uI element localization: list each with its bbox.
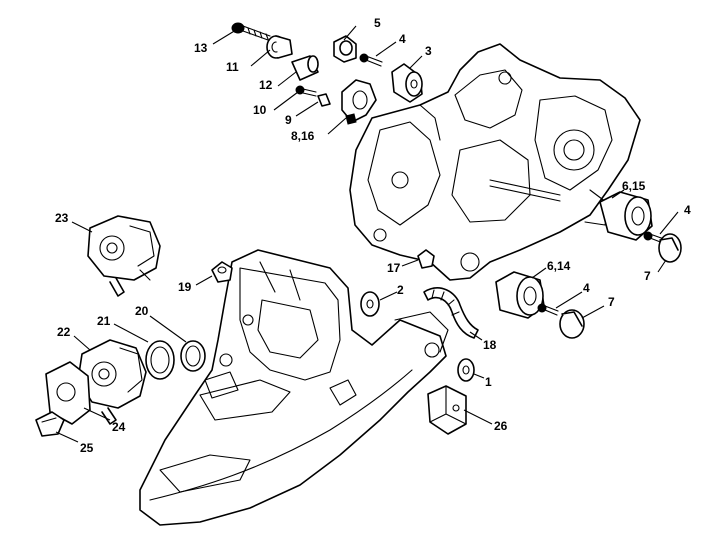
callout-25: 25 bbox=[80, 441, 94, 455]
screw-4-lower bbox=[537, 303, 559, 316]
callout-3: 3 bbox=[425, 44, 432, 58]
callout-4: 4 bbox=[399, 32, 406, 46]
pin-9 bbox=[317, 93, 331, 107]
buffer-cup-6-14 bbox=[495, 271, 545, 319]
hose-18 bbox=[423, 287, 479, 339]
cap-7-lower bbox=[559, 309, 585, 339]
callout-8-16: 8,16 bbox=[291, 129, 315, 143]
callout-6-14: 6,14 bbox=[547, 259, 571, 273]
callout-19: 19 bbox=[178, 280, 192, 294]
callout-24: 24 bbox=[112, 420, 126, 434]
screw-10 bbox=[295, 85, 317, 97]
callout-9: 9 bbox=[285, 113, 292, 127]
buffer-5 bbox=[333, 35, 357, 63]
clip-25 bbox=[35, 411, 65, 437]
carburetor-22 bbox=[77, 339, 147, 425]
washer-1 bbox=[457, 358, 475, 382]
leader-lines bbox=[55, 25, 679, 443]
callout-4: 4 bbox=[583, 281, 590, 295]
tank-housing bbox=[139, 249, 449, 526]
callout-26: 26 bbox=[494, 419, 508, 433]
plug-19 bbox=[211, 261, 233, 283]
callout-6-15: 6,15 bbox=[622, 179, 646, 193]
screw-4-top bbox=[359, 53, 383, 67]
ring-20 bbox=[180, 340, 206, 372]
ring-21 bbox=[145, 340, 175, 380]
callout-17: 17 bbox=[387, 261, 401, 275]
crankcase bbox=[349, 43, 641, 281]
buffer-cup-6-15 bbox=[599, 191, 653, 241]
callout-21: 21 bbox=[97, 314, 111, 328]
buffer-3 bbox=[391, 63, 423, 103]
callout-11: 11 bbox=[226, 60, 239, 74]
buffer-housing-8-16 bbox=[341, 79, 377, 125]
carburetor-23 bbox=[87, 215, 161, 297]
callout-22: 22 bbox=[57, 325, 71, 339]
plate-24 bbox=[45, 361, 91, 425]
callout-12: 12 bbox=[259, 78, 273, 92]
screw-13 bbox=[231, 22, 271, 41]
plug-17 bbox=[417, 249, 435, 269]
bushing-11 bbox=[266, 35, 293, 59]
callout-labels: 13 11 5 4 3 12 10 9 8,16 23 6,15 4 7 17 … bbox=[55, 16, 691, 455]
cap-7-upper bbox=[658, 233, 682, 263]
callout-20: 20 bbox=[135, 304, 149, 318]
washer-2 bbox=[360, 291, 380, 317]
bracket-26 bbox=[427, 385, 467, 435]
callout-1: 1 bbox=[485, 375, 492, 389]
callout-7: 7 bbox=[644, 269, 651, 283]
callout-2: 2 bbox=[397, 283, 404, 297]
callout-7: 7 bbox=[608, 295, 615, 309]
callout-23: 23 bbox=[55, 211, 69, 225]
callout-10: 10 bbox=[253, 103, 267, 117]
callout-18: 18 bbox=[483, 338, 497, 352]
callout-4: 4 bbox=[684, 203, 691, 217]
callout-13: 13 bbox=[194, 41, 208, 55]
sleeve-12 bbox=[291, 55, 319, 81]
callout-5: 5 bbox=[374, 16, 381, 30]
